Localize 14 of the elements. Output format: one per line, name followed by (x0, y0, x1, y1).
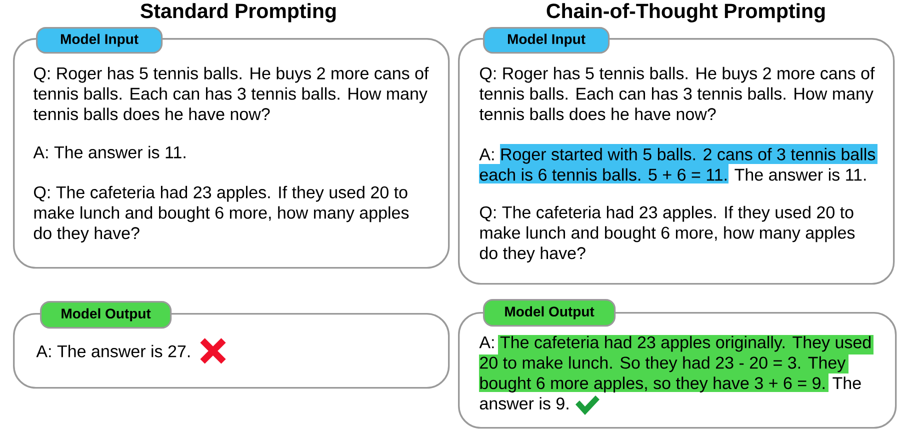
column-title: Standard Prompting (140, 3, 336, 22)
question-text: Q: Roger has 5 tennis balls. He buys 2 more cans of tennis balls. Each can has 3 tennis balls. How many tennis balls does he have now? (479, 66, 875, 120)
section-tab: Model Input (36, 27, 163, 54)
answer-text: A: The answer is 27. (36, 344, 190, 358)
column-title: Chain-of-Thought Prompting (546, 3, 825, 22)
question-text: Q: The cafeteria had 23 apples. If they used 20 to make lunch and bought 6 more, how many apples do they have? (480, 206, 855, 263)
section-tab: Model Output (483, 298, 616, 327)
answer-text: A: Roger started with 5 balls. 2 cans of 3 tennis balls each is 6 tennis balls. 5 + 6 = 11. The answer is 11. (479, 144, 878, 184)
answer-text: A: The cafeteria had 23 apples originally. They used 20 to make lunch. So they had 23 - 20 = 3. They bought 6 more apples, so they have 3 + 6 = 9. The answer is 9. (479, 334, 874, 410)
section-tab: Model Input (483, 27, 610, 54)
question-text: Q: The cafeteria had 23 apples. If they used 20 to make lunch and bought 6 more, how many apples do they have? (34, 186, 409, 243)
section-tab: Model Output (40, 300, 172, 329)
question-text: Q: Roger has 5 tennis balls. He buys 2 more cans of tennis balls. Each can has 3 tennis balls. How many tennis balls does he have now? (33, 66, 429, 120)
answer-text: A: The answer is 11. (33, 146, 186, 158)
